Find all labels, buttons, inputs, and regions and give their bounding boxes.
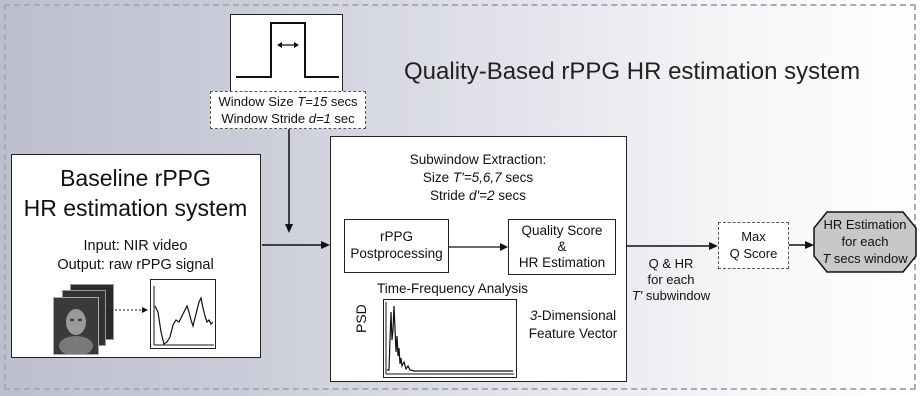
baseline-system-box: Baseline rPPG HR estimation system Input… <box>11 154 261 358</box>
window-size-label: Window Size T=15 secs <box>218 94 358 109</box>
hr-estimation-output: HR Estimation for each T secs window <box>822 217 908 266</box>
raw-signal-icon <box>153 286 214 346</box>
window-pulse-box <box>230 14 343 92</box>
window-params-box: Window Size T=15 secs Window Stride d=1 … <box>210 91 366 129</box>
window-stride-label: Window Stride d=1 sec <box>221 111 355 126</box>
window-pulse-icon <box>236 22 339 78</box>
video-to-signal-arrow <box>107 307 148 313</box>
subwindow-extraction: Subwindow Extraction: Size T'=5,6,7 secs… <box>409 152 547 203</box>
processing-box: Subwindow Extraction: Size T'=5,6,7 secs… <box>330 136 627 382</box>
feature-vector-label: 3-Dimensional Feature Vector <box>528 308 618 341</box>
baseline-title: Baseline rPPG HR estimation system <box>23 165 248 221</box>
q-hr-label: Q & HR for each T' subwindow <box>631 256 711 303</box>
raw-signal-plot <box>150 279 216 349</box>
psd-plot <box>383 299 517 378</box>
psd-axis-label: PSD <box>353 304 369 333</box>
postprocessing-to-quality-arrow <box>449 243 508 251</box>
tfa-label: Time-Frequency Analysis <box>377 281 529 296</box>
max-q-score-box: Max Q Score <box>718 222 789 269</box>
nir-video-frames <box>52 284 122 355</box>
dashed-frame <box>4 4 916 390</box>
psd-spectrum-icon <box>385 302 514 375</box>
face-image-icon <box>59 309 93 354</box>
rppg-postprocessing-box: rPPG Postprocessing <box>344 219 449 273</box>
baseline-io: Input: NIR video Output: raw rPPG signal <box>57 238 214 273</box>
quality-score-box: Quality Score & HR Estimation <box>508 219 616 275</box>
diagram-title: Quality-Based rPPG HR estimation system <box>404 58 861 85</box>
